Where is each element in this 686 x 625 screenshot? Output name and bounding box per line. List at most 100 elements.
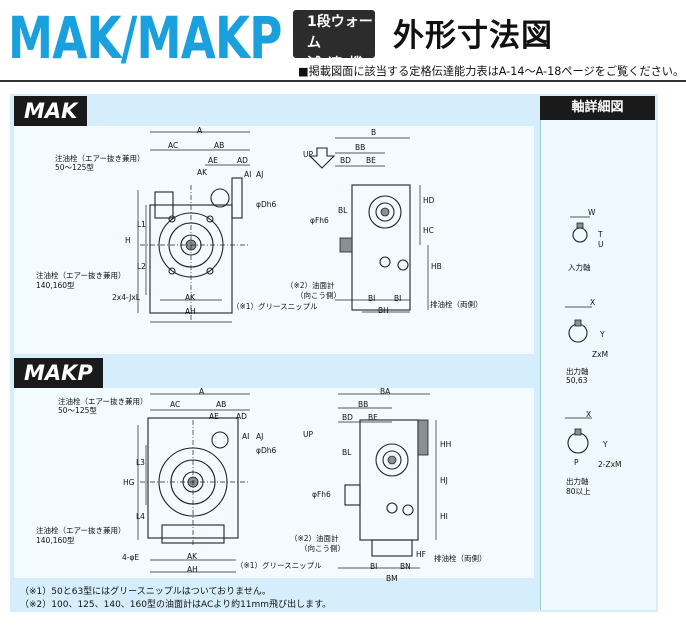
dim-ak-bottom: AK bbox=[185, 293, 196, 302]
page-heading: 外形寸法図 bbox=[393, 18, 553, 54]
up-arrow: UP bbox=[303, 150, 314, 159]
section-label-makp: MAKP bbox=[14, 358, 103, 388]
dim-be: BE bbox=[366, 156, 376, 165]
dim-hb: HB bbox=[431, 262, 442, 271]
oil-plug-mid: 注油栓（エアー抜き兼用） bbox=[36, 271, 126, 280]
oil-gauge-dir: （向こう側） bbox=[296, 291, 341, 300]
makp-front-view bbox=[137, 393, 250, 573]
detail-dim-x2: X bbox=[586, 410, 592, 419]
makp-oil-gauge-dir: （向こう側） bbox=[300, 544, 345, 553]
badge-line-2: 減速機 bbox=[307, 56, 370, 72]
detail-dim-y1: Y bbox=[600, 330, 605, 339]
makp-dim-hg: HG bbox=[123, 478, 135, 487]
bolt-spec: 2x4-JxL bbox=[112, 293, 140, 302]
dim-phi-d: φDh6 bbox=[256, 200, 277, 209]
dim-ak-top: AK bbox=[197, 168, 208, 177]
makp-dim-bm: BM bbox=[386, 574, 398, 583]
mak-side-view bbox=[308, 137, 429, 313]
makp-dim-ab: AB bbox=[216, 400, 227, 409]
detail-dim-u: U bbox=[598, 240, 604, 249]
output-shaft-label-1: 出力軸 bbox=[566, 367, 589, 376]
makp-dim-a: A bbox=[199, 387, 205, 396]
model-title: MAK/MAKP bbox=[8, 4, 282, 72]
dim-phi-f: φFh6 bbox=[310, 216, 329, 225]
makp-dim-be: BE bbox=[368, 413, 378, 422]
makp-drawing-area bbox=[14, 388, 534, 578]
makp-dim-bd: BD bbox=[342, 413, 353, 422]
makp-dim-hj: HJ bbox=[440, 476, 448, 485]
dim-h: H bbox=[125, 236, 131, 245]
makp-drain-plug: 排油栓（両側） bbox=[434, 554, 487, 563]
makp-dim-phi-f: φFh6 bbox=[312, 490, 331, 499]
makp-dim-ah: AH bbox=[187, 565, 198, 574]
dim-ac: AC bbox=[168, 141, 179, 150]
dim-bb: BB bbox=[355, 143, 366, 152]
section-label-mak: MAK bbox=[14, 96, 88, 126]
makp-dim-hh: HH bbox=[440, 440, 452, 449]
oil-plug-top: 注油栓（エアー抜き兼用） bbox=[55, 154, 145, 163]
makp-side-view bbox=[338, 393, 437, 569]
output-shaft-size-1: 50,63 bbox=[566, 376, 588, 385]
makp-dim-l3: L3 bbox=[136, 458, 145, 467]
makp-up-arrow: UP bbox=[303, 430, 314, 439]
drain-plug: 排油栓（両側） bbox=[430, 300, 483, 309]
dim-hc: HC bbox=[423, 226, 434, 235]
grease-nipple: （※1）グリースニップル bbox=[232, 302, 318, 311]
badge-line-1: 1段ウォーム bbox=[307, 14, 373, 51]
makp-dim-bb: BB bbox=[358, 400, 369, 409]
detail-dim-y2: Y bbox=[603, 440, 608, 449]
makp-dim-bl: BL bbox=[342, 448, 352, 457]
header-divider bbox=[0, 80, 686, 82]
oil-plug-mid-size: 140,160型 bbox=[36, 281, 75, 290]
detail-dim-t: T bbox=[598, 230, 603, 239]
makp-oil-plug-mid-size: 140,160型 bbox=[36, 536, 75, 545]
shaft-detail-drawings bbox=[565, 216, 592, 454]
makp-dim-aj: AJ bbox=[256, 432, 264, 441]
output-shaft-size-2: 80以上 bbox=[566, 487, 591, 496]
makp-bolt-spec: 4-φE bbox=[122, 553, 140, 562]
dim-l2: L2 bbox=[137, 262, 146, 271]
makp-dim-bi: BI bbox=[370, 562, 378, 571]
dim-hd: HD bbox=[423, 196, 435, 205]
input-shaft-label: 入力軸 bbox=[568, 263, 591, 272]
makp-oil-plug-top: 注油栓（エアー抜き兼用） bbox=[58, 397, 148, 406]
detail-dim-w: W bbox=[588, 208, 596, 217]
dim-bl: BL bbox=[338, 206, 348, 215]
dim-b: B bbox=[371, 128, 377, 137]
footnote-2: （※2）100、125、140、160型の油面計はACより約11mm飛び出します… bbox=[20, 600, 332, 610]
dim-bi-left: BI bbox=[368, 294, 376, 303]
detail-dim-zxm2: 2-ZxM bbox=[598, 460, 622, 469]
dim-l1: L1 bbox=[137, 220, 146, 229]
makp-dim-ac: AC bbox=[170, 400, 181, 409]
dim-a: A bbox=[197, 126, 203, 135]
makp-dim-ad: AD bbox=[236, 412, 247, 421]
mak-front-view bbox=[137, 131, 250, 323]
dim-ab: AB bbox=[214, 141, 225, 150]
makp-dim-ai: AI bbox=[242, 432, 250, 441]
shaft-detail-title: 軸詳細図 bbox=[540, 96, 655, 120]
dim-ad: AD bbox=[237, 156, 248, 165]
mak-drawing-area bbox=[14, 126, 534, 354]
dim-aj: AJ bbox=[256, 170, 264, 179]
makp-dim-ak: AK bbox=[187, 552, 198, 561]
makp-dim-ae: AE bbox=[209, 412, 219, 421]
type-badge: 1段ウォーム 減速機 bbox=[293, 10, 375, 72]
output-shaft-label-2: 出力軸 bbox=[566, 477, 589, 486]
dim-ah: AH bbox=[185, 307, 196, 316]
dim-bd: BD bbox=[340, 156, 351, 165]
makp-dim-hi: HI bbox=[440, 512, 448, 521]
makp-oil-plug-top-size: 50～125型 bbox=[58, 406, 97, 415]
makp-dim-hf: HF bbox=[416, 550, 426, 559]
shaft-detail-column bbox=[540, 120, 656, 610]
makp-dim-ba: BA bbox=[380, 387, 391, 396]
detail-dim-p: P bbox=[574, 458, 579, 467]
dim-ae: AE bbox=[208, 156, 218, 165]
makp-oil-plug-mid: 注油栓（エアー抜き兼用） bbox=[36, 526, 126, 535]
makp-dim-l4: L4 bbox=[136, 512, 145, 521]
makp-dim-phi-d: φDh6 bbox=[256, 446, 277, 455]
makp-oil-gauge: （※2）油面計 bbox=[290, 534, 339, 543]
dim-bh: BH bbox=[378, 306, 389, 315]
oil-plug-top-size: 50～125型 bbox=[55, 163, 94, 172]
dim-ai: AI bbox=[244, 170, 252, 179]
